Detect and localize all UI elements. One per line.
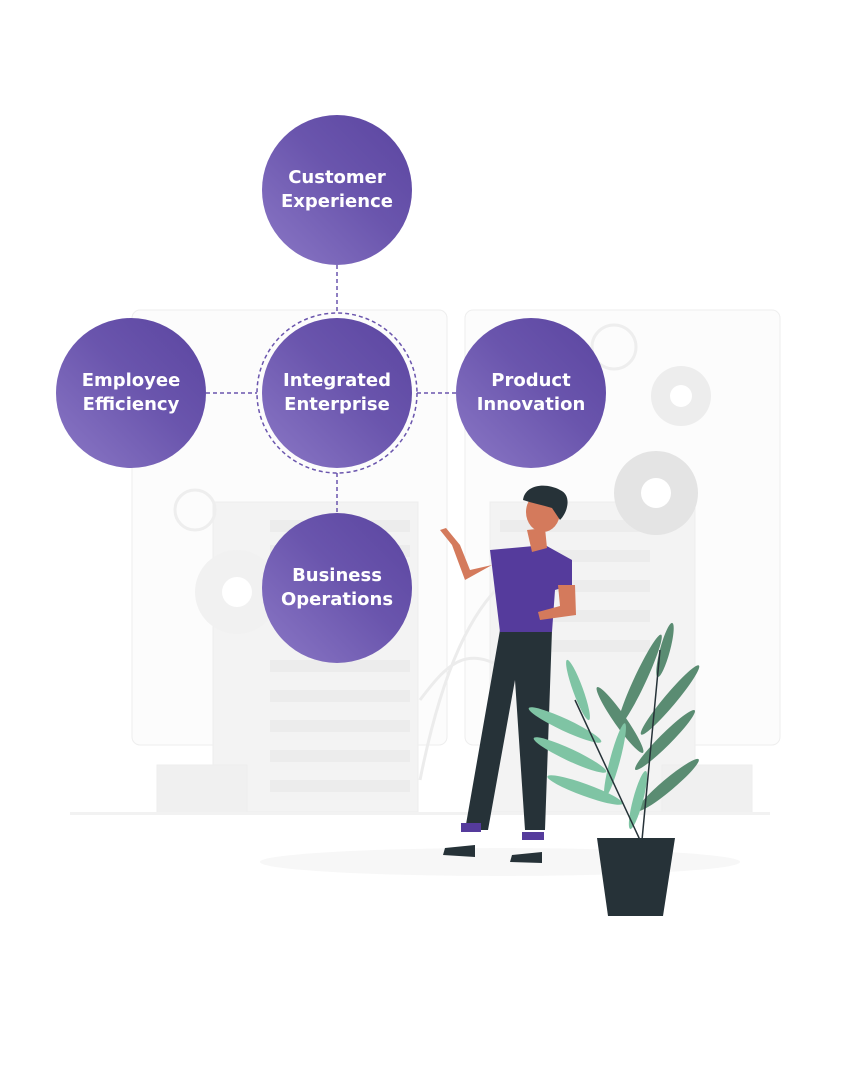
person-illustration — [440, 485, 576, 863]
plant-illustration — [528, 622, 700, 916]
plant-pot — [597, 838, 675, 916]
gear-icon — [173, 323, 711, 634]
connector-lines — [206, 265, 456, 513]
